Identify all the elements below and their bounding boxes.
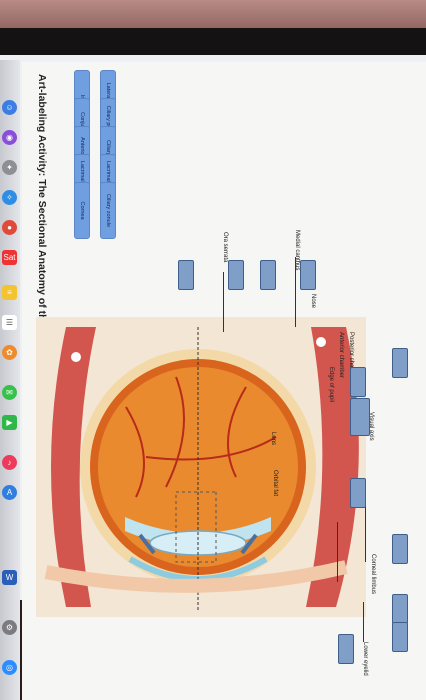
calendar-badge: Sat — [3, 253, 16, 262]
launchpad-icon[interactable]: ✦ — [2, 160, 17, 175]
chrome-icon[interactable]: ● — [2, 220, 17, 235]
drop-target-4[interactable] — [178, 260, 194, 290]
facetime-icon[interactable]: ▶ — [2, 415, 17, 430]
label-edge-of-pupil: Edge of pupil — [328, 367, 334, 403]
rectus-muscle-top — [306, 327, 359, 607]
drop-target-10[interactable] — [392, 594, 408, 624]
leader-line — [295, 257, 296, 327]
drop-target-2[interactable] — [260, 260, 276, 290]
leader-line — [337, 522, 338, 582]
zoom-box — [175, 491, 217, 563]
background-top — [0, 0, 426, 30]
label-corneal-limbus: Corneal limbus — [370, 554, 376, 595]
reminders-icon[interactable]: ☰ — [2, 315, 17, 330]
notes-icon[interactable]: ≡ — [2, 285, 17, 300]
label-orbital-fat: Orbital fat — [272, 470, 278, 497]
chip-cornea[interactable]: Cornea — [74, 182, 90, 239]
rectus-muscle-bottom — [51, 327, 96, 607]
monitor-bezel — [0, 28, 426, 60]
label-lower-eyelid: Lower eyelid — [362, 642, 368, 676]
finder-icon[interactable]: ☺ — [2, 100, 17, 115]
zoom-icon[interactable]: ◎ — [2, 660, 17, 675]
calendar-icon[interactable]: Sat — [2, 250, 17, 265]
orbital-fat-blob — [71, 352, 81, 362]
drop-target-3[interactable] — [228, 260, 244, 290]
label-ora-serrata: Ora serrata — [222, 232, 228, 263]
drop-target-8[interactable] — [350, 478, 366, 508]
siri-icon[interactable]: ◉ — [2, 130, 17, 145]
appstore-icon[interactable]: A — [2, 485, 17, 500]
photos-icon[interactable]: ✿ — [2, 345, 17, 360]
drop-target-6[interactable] — [350, 367, 366, 397]
leader-line — [363, 602, 364, 642]
rotated-content: Art-labeling Activity: The Sectional Ana… — [22, 62, 426, 700]
label-lens: Lens — [270, 432, 276, 446]
drop-target-11[interactable] — [338, 634, 354, 664]
leader-line — [223, 272, 224, 332]
label-anterior-chamber: Anterior chamber — [338, 332, 344, 379]
drop-target-1[interactable] — [300, 260, 316, 290]
drop-target-12[interactable] — [392, 622, 408, 652]
word-icon[interactable]: W — [2, 570, 17, 585]
label-nose: Nose — [310, 294, 316, 309]
orbital-fat-blob — [316, 337, 326, 347]
eye-section-diagram — [36, 317, 366, 617]
dock: ☺ ◉ ✦ ✧ ● Sat ≡ ☰ ✿ ✉ ▶ ♪ A W ⚙ ◎ — [0, 60, 20, 700]
settings-icon[interactable]: ⚙ — [2, 620, 17, 635]
drop-target-5[interactable] — [392, 348, 408, 378]
retinal-vessels — [125, 376, 277, 498]
safari-icon[interactable]: ✧ — [2, 190, 17, 205]
drop-target-7[interactable] — [350, 398, 370, 436]
eyelid-shape — [44, 560, 348, 593]
music-icon[interactable]: ♪ — [2, 455, 17, 470]
activity-page: Art-labeling Activity: The Sectional Ana… — [22, 62, 426, 700]
iris-shape — [138, 533, 258, 555]
chip-ciliary-zonule[interactable]: Ciliary zonule — [100, 182, 116, 239]
drop-target-9[interactable] — [392, 534, 408, 564]
messages-icon[interactable]: ✉ — [2, 385, 17, 400]
